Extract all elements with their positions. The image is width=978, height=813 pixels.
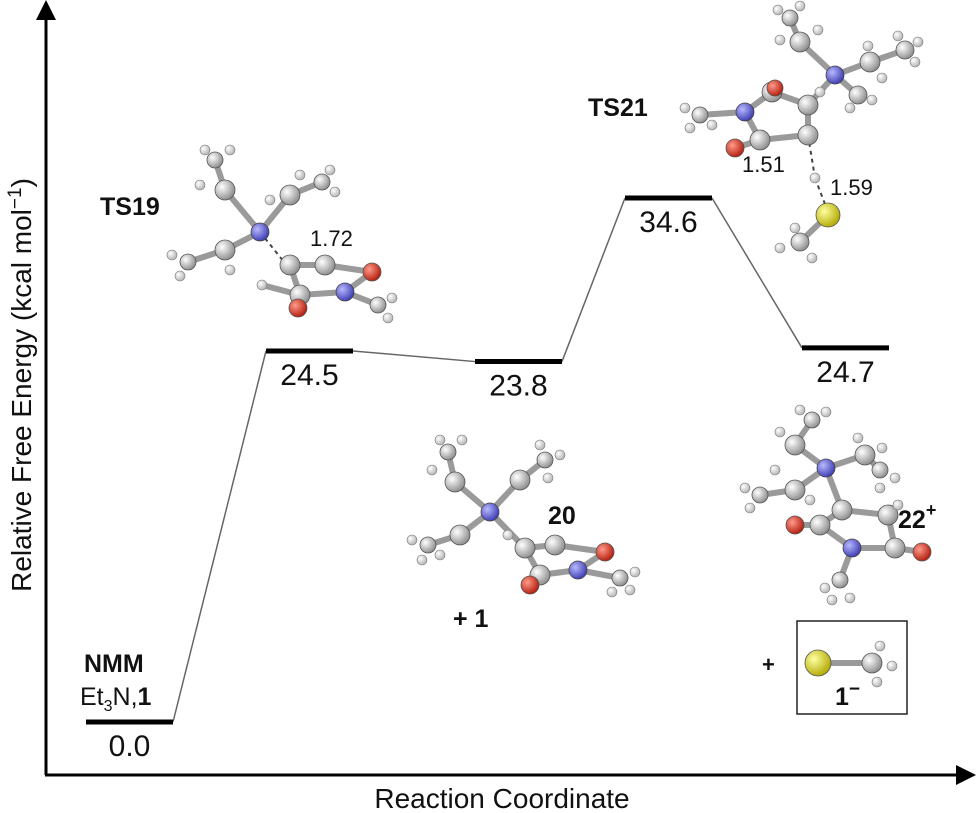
state-label-22: 22+ (898, 500, 936, 534)
connector-line (172, 350, 267, 723)
anion-box: 1− (796, 620, 908, 715)
energy-value-nmm: 0.0 (109, 730, 151, 763)
connector-line (561, 197, 626, 362)
sulfur-atom (804, 649, 832, 677)
state-extra-label-22: + (762, 652, 775, 677)
ts21-distance-label-1: 1.51 (742, 152, 785, 177)
state-sublabel-nmm: Et3N,1 (80, 683, 152, 715)
energy-value-ts21: 34.6 (639, 206, 697, 239)
axes (36, 0, 976, 785)
state-label-ts19: TS19 (100, 193, 160, 221)
x-axis-title: Reaction Coordinate (374, 783, 629, 813)
anion-label: 1− (835, 679, 860, 711)
connector-line (711, 197, 803, 349)
state-label-20: 20 (548, 502, 576, 530)
anion-box-frame (796, 620, 908, 715)
energy-levels (86, 195, 889, 725)
molecule-ts19: 1.72 (166, 144, 398, 324)
hydrogen-atom (886, 660, 898, 672)
connector-lines (172, 197, 803, 723)
ts21-distance-label-2: 1.59 (830, 175, 873, 200)
connector-line (352, 350, 476, 363)
state-label-nmm: NMM (84, 650, 144, 678)
x-axis-arrow (956, 765, 976, 785)
hydrogen-atom (874, 640, 886, 652)
state-extra-label-20: + 1 (453, 605, 489, 633)
molecule-20 (406, 434, 641, 598)
energy-value-20: 23.8 (489, 370, 547, 403)
y-axis-title: Relative Free Energy (kcal mol−1) (5, 178, 37, 592)
molecule-ts21: 1.51 1.59 (679, 0, 924, 264)
y-axis-arrow (36, 0, 56, 20)
carbon-atom (861, 652, 883, 674)
energy-value-ts19: 24.5 (280, 359, 338, 392)
ts19-distance-label: 1.72 (310, 226, 353, 251)
state-label-ts21: TS21 (588, 94, 648, 122)
energy-value-labels: 0.0 24.5 23.8 34.6 24.7 (109, 206, 875, 763)
energy-value-22: 24.7 (816, 356, 874, 389)
hydrogen-atom (871, 676, 883, 688)
molecule-22 (739, 404, 932, 606)
